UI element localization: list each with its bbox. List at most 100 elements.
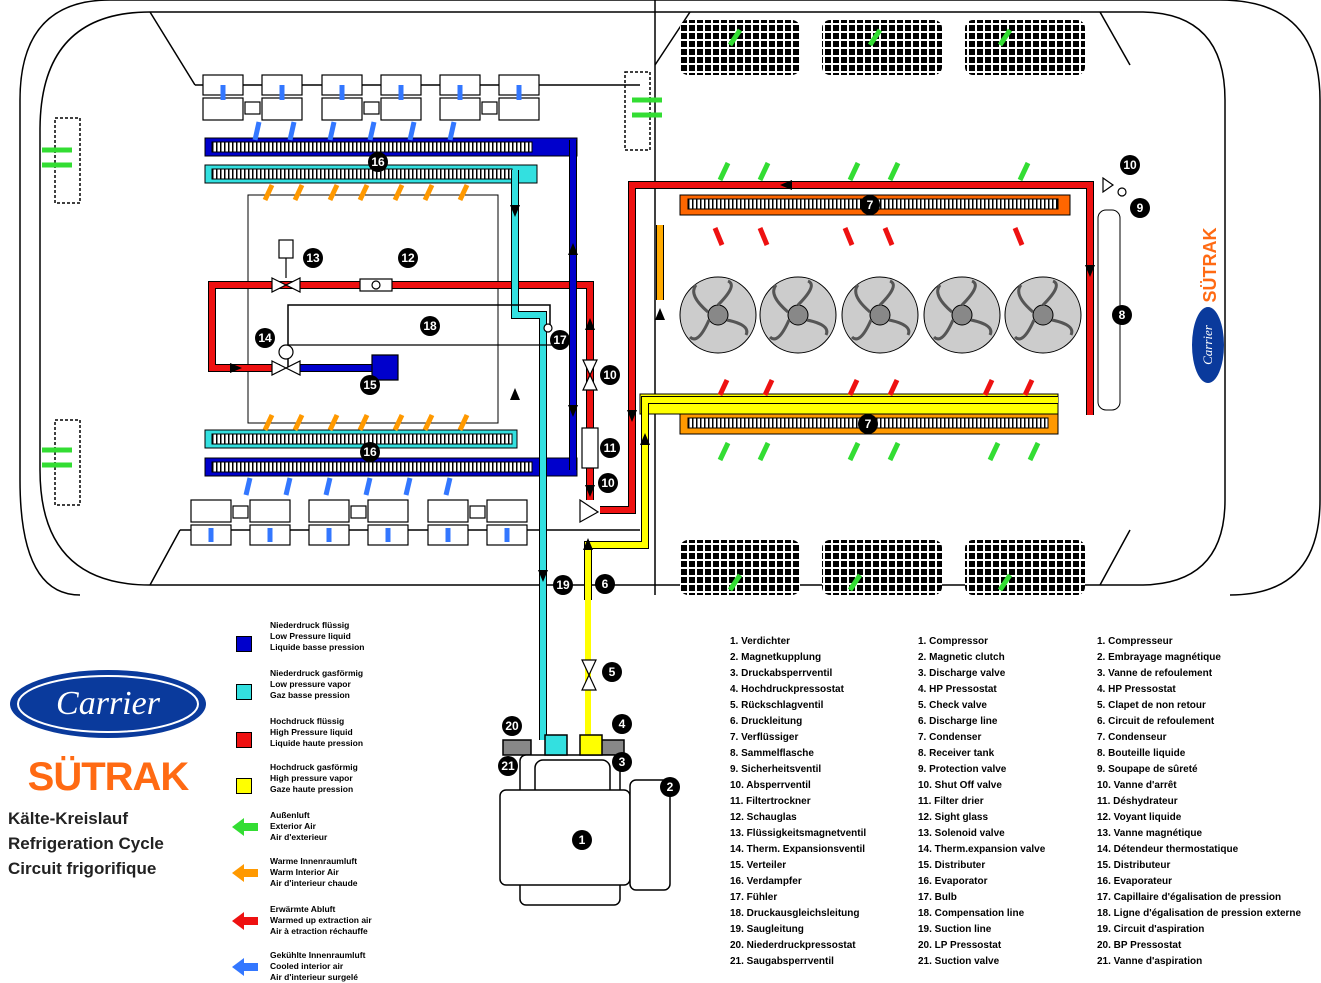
parts-list-item: 4. HP Pressostat — [918, 684, 997, 695]
svg-text:1: 1 — [579, 833, 586, 847]
parts-list-item: 17. Capillaire d'égalisation de pression — [1097, 892, 1282, 903]
svg-text:9: 9 — [1137, 201, 1144, 215]
parts-list-item: 14. Therm.expansion valve — [918, 844, 1046, 855]
flow-arrows — [230, 180, 1095, 582]
parts-list-english: 1. Compressor 2. Magnetic clutch 3. Discha… — [918, 634, 1045, 970]
parts-list-item: 21. Vanne d'aspiration — [1097, 956, 1203, 967]
carrier-logo: Carrier — [8, 668, 208, 740]
marker-4: 4 — [612, 714, 632, 734]
marker-1: 1 — [572, 830, 592, 850]
marker-5: 5 — [602, 662, 622, 682]
marker-10c: 10 — [598, 473, 618, 493]
parts-list-item: 16. Evaporator — [918, 876, 988, 887]
svg-text:8: 8 — [1119, 308, 1126, 322]
parts-list-item: 14. Détendeur thermostatique — [1097, 844, 1239, 855]
parts-list-item: 21. Suction valve — [918, 956, 1000, 967]
marker-7a: 7 — [860, 195, 880, 215]
marker-12: 12 — [398, 248, 418, 268]
parts-list-item: 11. Filtertrockner — [730, 796, 811, 807]
svg-text:21: 21 — [501, 759, 515, 773]
marker-2: 2 — [660, 777, 680, 797]
parts-list-item: 5. Check valve — [918, 700, 987, 711]
parts-list-item: 8. Bouteille liquide — [1097, 748, 1186, 759]
parts-list-item: 6. Druckleitung — [730, 716, 803, 727]
carrier-logo-vertical: Carrier — [1190, 305, 1226, 385]
marker-18: 18 — [420, 316, 440, 336]
parts-list-item: 6. Discharge line — [918, 716, 998, 727]
svg-text:18: 18 — [423, 319, 437, 333]
marker-6: 6 — [595, 574, 615, 594]
parts-list-item: 2. Embrayage magnétique — [1097, 652, 1221, 663]
parts-list-item: 12. Voyant liquide — [1097, 812, 1182, 823]
svg-text:16: 16 — [371, 155, 385, 169]
parts-list-item: 15. Distributer — [918, 860, 986, 871]
marker-10b: 10 — [600, 365, 620, 385]
svg-text:Carrier: Carrier — [56, 685, 161, 722]
parts-list-item: 15. Distributeur — [1097, 860, 1171, 871]
parts-list-item: 1. Compressor — [918, 636, 989, 647]
part-markers: 1 2 3 4 5 6 7 7 8 9 10 10 10 11 12 13 14… — [255, 152, 1150, 850]
sutrak-logo-vertical: SÜTRAK — [1196, 225, 1222, 305]
parts-list-item: 9. Sicherheitsventil — [730, 764, 822, 775]
marker-19: 19 — [553, 575, 573, 595]
parts-list-item: 3. Vanne de refoulement — [1097, 668, 1213, 679]
parts-list-item: 10. Vanne d'arrêt — [1097, 780, 1177, 791]
svg-text:10: 10 — [1123, 158, 1137, 172]
parts-list-item: 14. Therm. Expansionsventil — [730, 844, 866, 855]
evaporator-blowers — [190, 74, 540, 546]
parts-list-item: 1. Compresseur — [1097, 636, 1173, 647]
title-fr: Circuit frigorifique — [8, 859, 157, 878]
parts-list-item: 2. Magnetic clutch — [918, 652, 1005, 663]
svg-text:11: 11 — [604, 441, 617, 455]
evaporator-housing — [247, 194, 499, 424]
roof-grilles — [680, 20, 1085, 595]
parts-list-french: 1. Compresseur 2. Embrayage magnétique 3. … — [1097, 634, 1301, 970]
parts-list-item: 15. Verteiler — [730, 860, 787, 871]
svg-text:19: 19 — [556, 578, 570, 592]
svg-text:13: 13 — [306, 251, 320, 265]
parts-list-item: 21. Saugabsperrventil — [730, 956, 834, 967]
refrigerant-pipes — [208, 140, 1094, 740]
marker-16b: 16 — [360, 442, 380, 462]
svg-text:15: 15 — [363, 378, 377, 392]
parts-list-item: 7. Condenser — [918, 732, 982, 743]
evaporator-coils — [204, 137, 578, 477]
svg-text:20: 20 — [505, 719, 519, 733]
marker-11: 11 — [600, 438, 620, 458]
marker-8: 8 — [1112, 305, 1132, 325]
parts-list-item: 9. Soupape de sûreté — [1097, 764, 1198, 775]
parts-list-item: 19. Circuit d'aspiration — [1097, 924, 1205, 935]
svg-text:SÜTRAK: SÜTRAK — [28, 754, 190, 796]
parts-list-item: 10. Absperrventil — [730, 780, 811, 791]
parts-list-item: 19. Saugleitung — [730, 924, 804, 935]
marker-10a: 10 — [1120, 155, 1140, 175]
parts-list-item: 4. HP Pressostat — [1097, 684, 1176, 695]
title-de: Kälte-Kreislauf — [8, 809, 128, 828]
parts-list-item: 13. Vanne magnétique — [1097, 828, 1203, 839]
svg-text:14: 14 — [258, 331, 272, 345]
parts-list-item: 20. LP Pressostat — [918, 940, 1002, 951]
parts-list-item: 12. Schauglas — [730, 812, 797, 823]
marker-15: 15 — [360, 375, 380, 395]
marker-9: 9 — [1130, 198, 1150, 218]
condenser-fans — [679, 276, 1082, 354]
marker-16a: 16 — [368, 152, 388, 172]
parts-list-item: 13. Solenoid valve — [918, 828, 1005, 839]
parts-list-item: 18. Compensation line — [918, 908, 1025, 919]
parts-list-item: 5. Clapet de non retour — [1097, 700, 1206, 711]
parts-list-item: 6. Circuit de refoulement — [1097, 716, 1215, 727]
parts-list-item: 11. Filter drier — [918, 796, 984, 807]
parts-list-item: 19. Suction line — [918, 924, 992, 935]
parts-list-item: 8. Receiver tank — [918, 748, 995, 759]
marker-21: 21 — [498, 756, 518, 776]
parts-list-item: 18. Druckausgleichsleitung — [730, 908, 860, 919]
parts-list-item: 20. Niederdruckpressostat — [730, 940, 856, 951]
svg-text:10: 10 — [601, 476, 615, 490]
diagram-titles: Kälte-Kreislauf Refrigeration Cycle Circ… — [8, 806, 164, 881]
marker-7b: 7 — [858, 414, 878, 434]
marker-20: 20 — [502, 716, 522, 736]
marker-3: 3 — [612, 752, 632, 772]
sutrak-logo: SÜTRAK — [8, 750, 208, 799]
parts-list-item: 3. Discharge valve — [918, 668, 1006, 679]
